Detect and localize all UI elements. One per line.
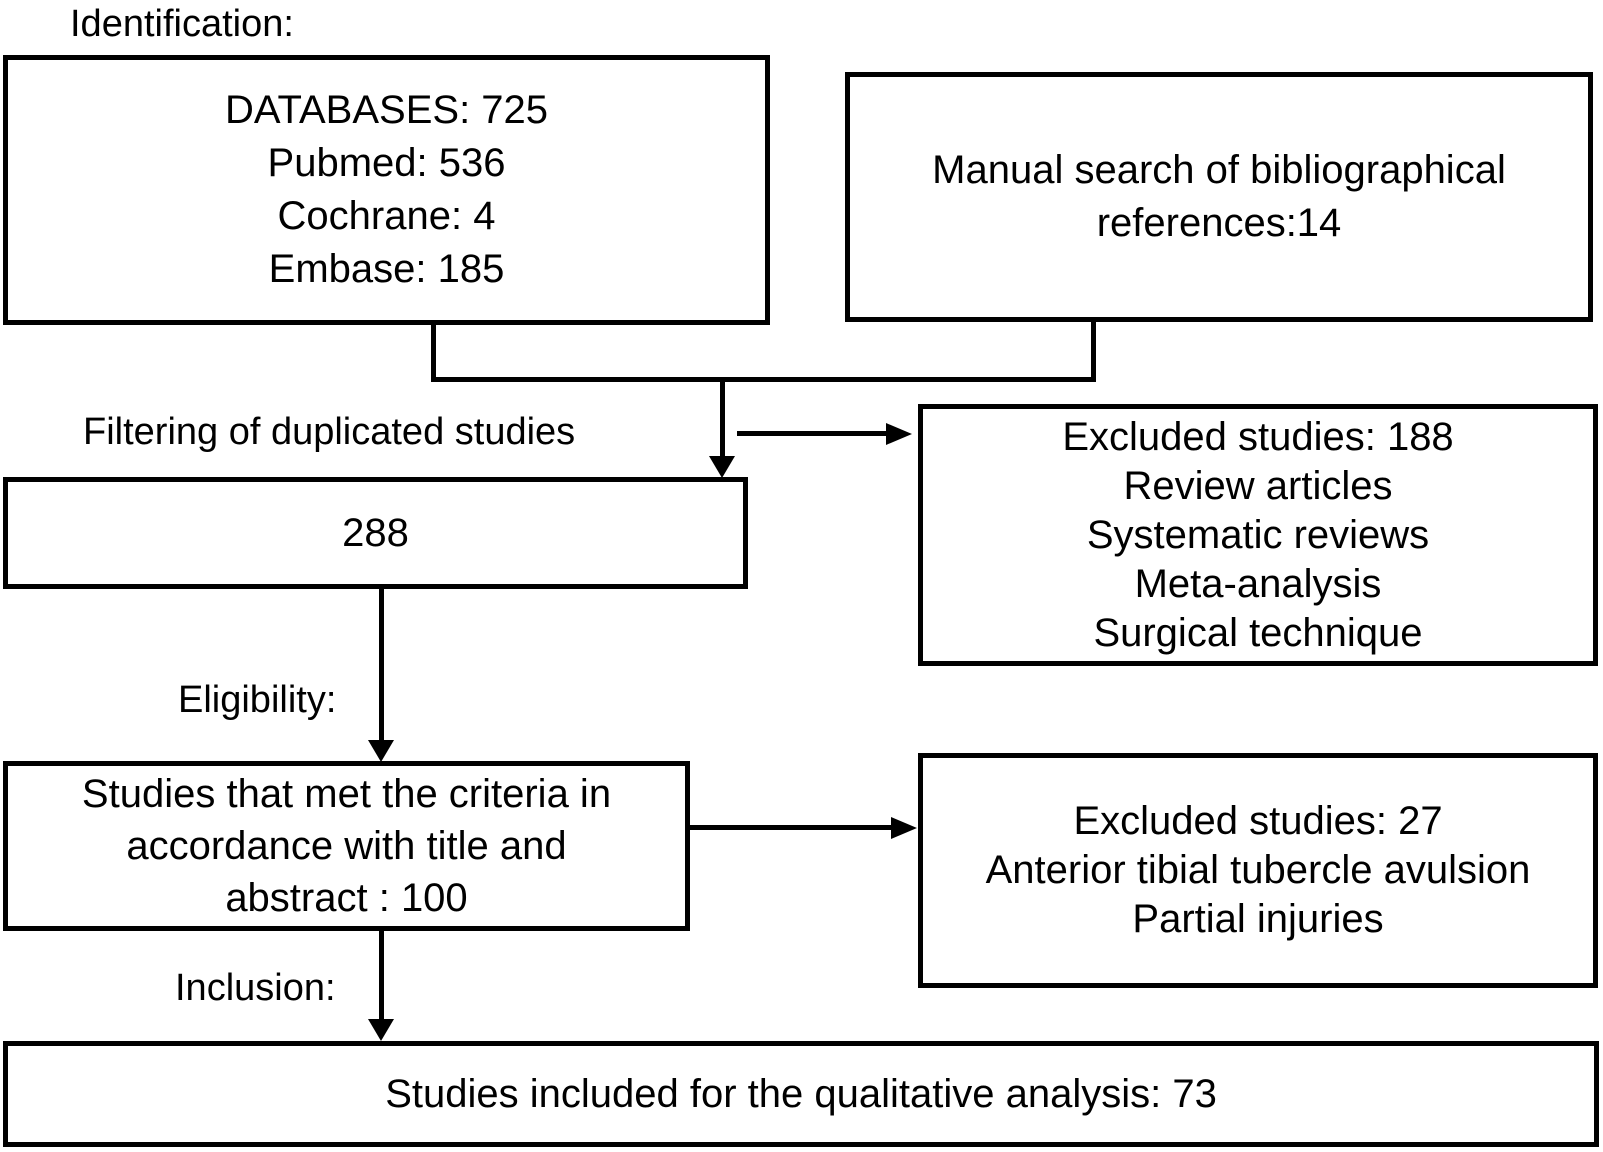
box-after-deduplication: 288 bbox=[3, 477, 748, 589]
box-met-criteria: Studies that met the criteria in accorda… bbox=[3, 761, 690, 931]
excluded-188-reason-4: Surgical technique bbox=[1093, 610, 1423, 655]
stage-label-identification: Identification: bbox=[70, 3, 294, 45]
databases-embase-line: Embase: 185 bbox=[268, 247, 505, 291]
excluded-188-reason-2: Systematic reviews bbox=[1086, 512, 1430, 557]
connector-to-excluded-27 bbox=[690, 825, 893, 830]
excluded-188-reason-1: Review articles bbox=[1123, 463, 1393, 508]
excluded-188-reason-3: Meta-analysis bbox=[1134, 561, 1382, 606]
connector-criteria-to-included bbox=[379, 931, 384, 1021]
manual-search-line-1: Manual search of bibliographical bbox=[932, 148, 1506, 192]
arrowhead-into-dedup-box bbox=[709, 456, 735, 478]
excluded-188-count-line: Excluded studies: 188 bbox=[1062, 414, 1454, 459]
deduplicated-count-line: 288 bbox=[342, 510, 409, 555]
box-databases-identified: DATABASES: 725 Pubmed: 536 Cochrane: 4 E… bbox=[3, 55, 770, 325]
arrowhead-into-excluded-188 bbox=[886, 423, 912, 445]
databases-cochrane-line: Cochrane: 4 bbox=[277, 194, 496, 238]
stage-label-eligibility: Eligibility: bbox=[178, 679, 337, 721]
excluded-27-count-line: Excluded studies: 27 bbox=[1073, 799, 1443, 843]
connector-dedup-to-criteria bbox=[379, 589, 384, 742]
box-excluded-27: Excluded studies: 27 Anterior tibial tub… bbox=[918, 753, 1598, 988]
met-criteria-line-1: Studies that met the criteria in bbox=[81, 772, 612, 816]
manual-search-line-2: references:14 bbox=[1096, 201, 1342, 245]
stage-label-filtering: Filtering of duplicated studies bbox=[83, 411, 576, 453]
connector-merge-horizontal bbox=[431, 377, 1096, 382]
box-excluded-188: Excluded studies: 188 Review articles Sy… bbox=[918, 404, 1598, 666]
connector-to-excluded-188 bbox=[737, 431, 888, 436]
databases-total-line: DATABASES: 725 bbox=[224, 88, 549, 132]
arrowhead-into-included-box bbox=[368, 1019, 394, 1041]
databases-pubmed-line: Pubmed: 536 bbox=[267, 141, 506, 185]
arrowhead-into-excluded-27 bbox=[891, 817, 917, 839]
met-criteria-line-2: accordance with title and bbox=[126, 824, 567, 868]
arrowhead-into-criteria-box bbox=[368, 740, 394, 762]
box-manual-search: Manual search of bibliographical referen… bbox=[845, 72, 1593, 322]
box-included-studies: Studies included for the qualitative ana… bbox=[3, 1041, 1599, 1147]
met-criteria-line-3: abstract : 100 bbox=[225, 876, 468, 920]
excluded-27-reason-1: Anterior tibial tubercle avulsion bbox=[985, 848, 1531, 892]
excluded-27-reason-2: Partial injuries bbox=[1132, 897, 1384, 941]
connector-databases-down bbox=[431, 323, 436, 382]
stage-label-inclusion: Inclusion: bbox=[175, 967, 336, 1009]
connector-manual-down bbox=[1091, 320, 1096, 382]
connector-merge-to-dedup bbox=[720, 380, 725, 458]
included-studies-line: Studies included for the qualitative ana… bbox=[385, 1071, 1217, 1116]
